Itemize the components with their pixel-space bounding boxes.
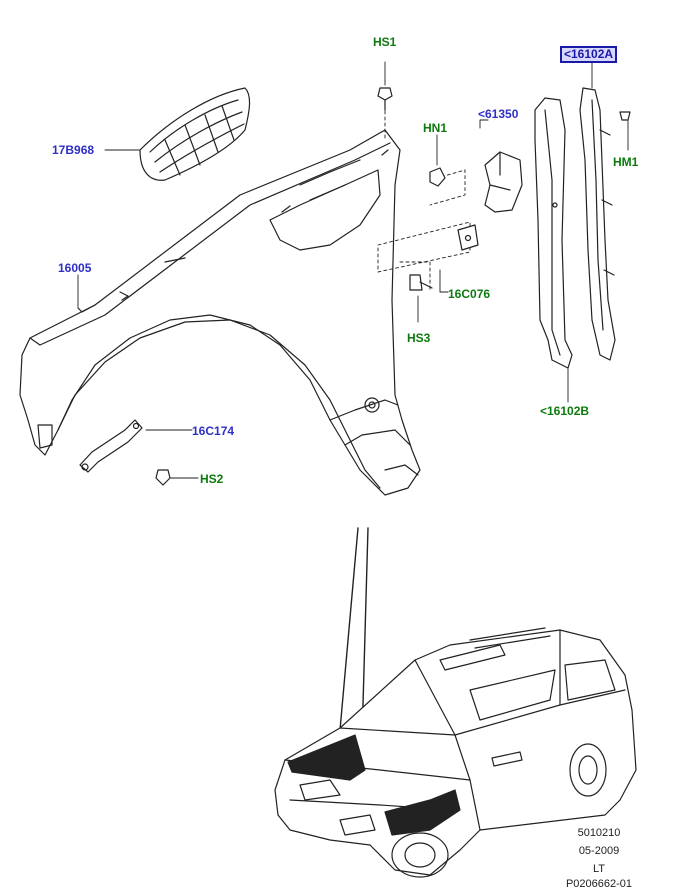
support-bracket-16c174 bbox=[79, 419, 143, 473]
clip-16c076 bbox=[457, 224, 479, 251]
footer-side: LT bbox=[592, 863, 606, 875]
fender-panel bbox=[19, 129, 421, 496]
footer-code: 5010210 bbox=[577, 827, 621, 839]
callout-17b968[interactable]: 17B968 bbox=[52, 143, 95, 157]
footer-date: 05-2009 bbox=[578, 845, 620, 857]
callout-hn1[interactable]: HN1 bbox=[423, 121, 448, 135]
location-pointer bbox=[339, 527, 369, 741]
callout-16c174[interactable]: 16C174 bbox=[192, 424, 235, 438]
seal-16102b bbox=[534, 97, 573, 369]
callout-61350[interactable]: <61350 bbox=[478, 107, 519, 121]
assembly-guides bbox=[377, 104, 471, 291]
callout-16102a[interactable]: <16102A bbox=[560, 46, 618, 63]
bracket-61350 bbox=[484, 151, 523, 213]
vehicle-illustration bbox=[274, 627, 637, 878]
callout-hs1[interactable]: HS1 bbox=[373, 35, 397, 49]
side-vent-grille bbox=[139, 87, 251, 181]
callout-hm1[interactable]: HM1 bbox=[613, 155, 639, 169]
fasteners bbox=[155, 87, 631, 486]
callout-hs3[interactable]: HS3 bbox=[407, 331, 431, 345]
callout-hs2[interactable]: HS2 bbox=[200, 472, 224, 486]
callout-16005[interactable]: 16005 bbox=[58, 261, 92, 275]
callout-16102b[interactable]: <16102B bbox=[540, 404, 590, 418]
callout-16c076[interactable]: 16C076 bbox=[448, 287, 491, 301]
seal-16102a bbox=[579, 87, 616, 361]
footer-ref: P0206662-01 bbox=[565, 878, 633, 890]
